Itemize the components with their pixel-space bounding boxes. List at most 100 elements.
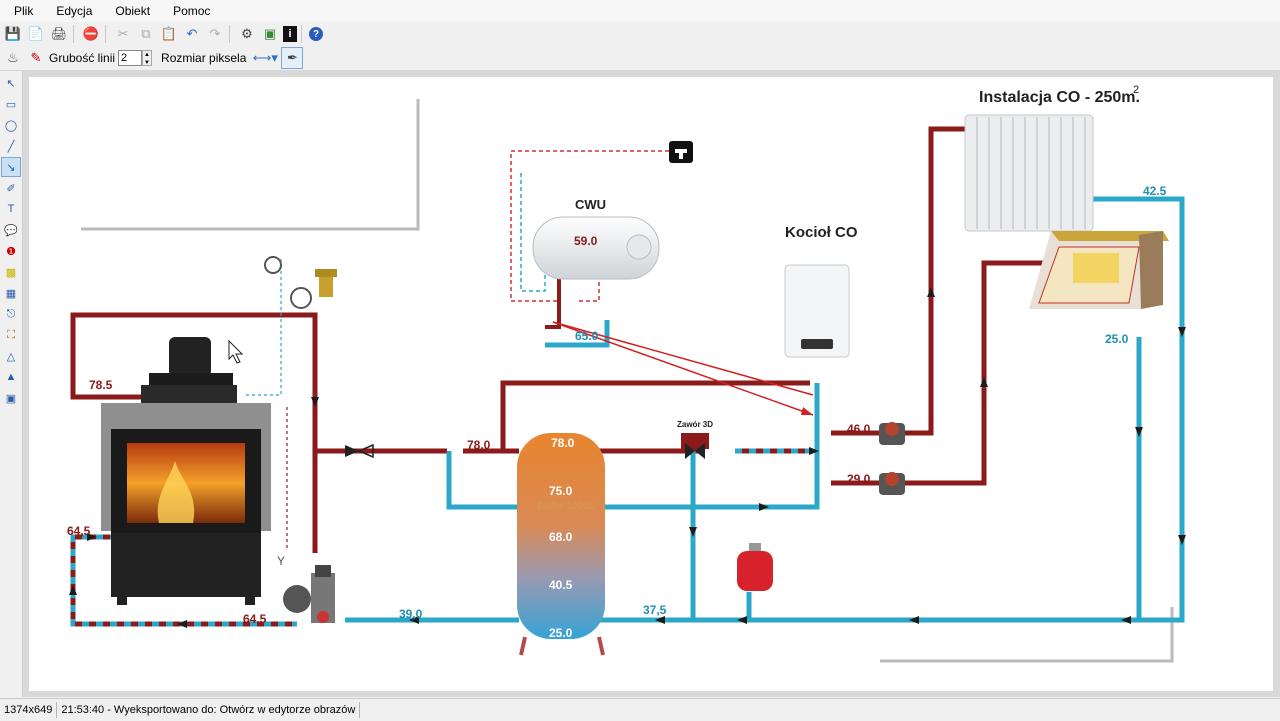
canvas-area[interactable]: Y — [23, 71, 1280, 697]
pen-tool-icon[interactable]: ✒ — [281, 47, 304, 69]
line-width-input[interactable] — [118, 50, 143, 66]
toolbar-separator — [229, 25, 230, 43]
cwu-dashed-right — [577, 275, 600, 302]
help-icon[interactable]: ? — [309, 27, 323, 41]
menu-plik[interactable]: Plik — [14, 4, 34, 18]
fireplace — [101, 337, 271, 605]
drawing-canvas[interactable]: Y — [29, 77, 1273, 691]
main-toolbar: 💾 📄 🖨 ⛔ ✂ ⧉ 📋 ↶ ↷ ⚙ ▣ i ? — [0, 22, 1280, 46]
menu-edycja[interactable]: Edycja — [56, 4, 93, 18]
speech-bubble-icon[interactable]: 💬 — [4, 224, 18, 237]
ellipse-tool-icon[interactable]: ◯ — [4, 119, 18, 132]
return-temp-1: 39,0 — [399, 607, 423, 621]
image-icon[interactable]: ▣ — [263, 26, 277, 41]
rotate-icon[interactable]: △ — [6, 350, 16, 363]
check-valve-icon — [357, 443, 374, 459]
paste-icon[interactable]: 📋 — [160, 26, 178, 41]
buffer-temp-5: 25.0 — [549, 626, 573, 640]
stop-icon[interactable]: ⛔ — [82, 26, 100, 41]
freehand-tool-icon[interactable]: ✐ — [6, 182, 16, 195]
select-arrow-icon[interactable]: ↖ — [6, 77, 16, 90]
settings-icon[interactable]: ⚙ — [241, 26, 253, 41]
sensor-symbol: Y — [277, 554, 285, 568]
info-icon[interactable]: i — [283, 26, 297, 42]
cut-icon[interactable]: ✂ — [117, 26, 129, 41]
radiator — [964, 114, 1094, 232]
status-message: 21:53:40 - Wyeksportowano do: Otwórz w e… — [57, 702, 361, 718]
annotation-arrow — [552, 321, 814, 396]
pump-temp-1: 46.0 — [847, 422, 871, 436]
underfloor-heating — [1029, 231, 1169, 309]
annotation-arrow — [552, 321, 814, 416]
highlight-icon[interactable]: ▩ — [5, 266, 17, 279]
cwu-dashed-loop-blue — [520, 173, 546, 292]
pump-temp: 64,5 — [243, 612, 267, 626]
menu-pomoc[interactable]: Pomoc — [173, 4, 211, 18]
status-bar: 1374x649 21:53:40 - Wyeksportowano do: O… — [0, 698, 1280, 721]
format-toolbar: ♨ ✎ Grubość linii ▲▼ Rozmiar piksela ⟷▾ … — [0, 46, 1280, 71]
safety-valve-icon — [319, 275, 333, 297]
fill-bucket-icon[interactable]: ♨ — [7, 50, 19, 65]
toolbar-separator — [301, 25, 302, 43]
pipe-temp-1: 78.0 — [467, 438, 491, 452]
frame-line — [880, 607, 1174, 663]
arrow-line-tool-icon[interactable]: ↘ — [1, 157, 21, 177]
status-dimensions: 1374x649 — [0, 702, 58, 718]
toolbar-separator — [73, 25, 74, 43]
text-tool-icon[interactable]: T — [7, 203, 15, 215]
pen-color-icon[interactable]: ✎ — [30, 50, 42, 65]
gas-boiler — [784, 264, 850, 358]
line-tool-icon[interactable]: ╱ — [7, 140, 15, 153]
crop-icon[interactable]: ⛶ — [7, 328, 15, 341]
resize-icon[interactable]: ▣ — [5, 392, 17, 405]
obfuscate-icon[interactable]: ▦ — [5, 287, 17, 300]
diagram-title: Instalacja CO - 250m. — [979, 89, 1140, 106]
fireplace-pump-group — [283, 565, 335, 623]
line-width-spinner[interactable]: ▲▼ — [142, 50, 153, 66]
control-wire — [245, 259, 282, 396]
fireplace-top-temp: 78.5 — [89, 378, 113, 392]
check-valve-icon — [345, 445, 359, 457]
redo-icon[interactable]: ↷ — [209, 26, 221, 41]
circulation-pump-1 — [879, 422, 905, 445]
frame-line — [81, 99, 420, 231]
undo-icon[interactable]: ↶ — [186, 26, 198, 41]
diagram-title-sup: 2 — [1133, 84, 1139, 96]
valve-label: Zawór 3D — [677, 420, 713, 429]
pressure-gauge-icon — [290, 287, 312, 309]
pixel-size-label: Rozmiar piksela — [161, 51, 247, 65]
cwu-out-temp: 65.0 — [575, 329, 599, 343]
save-icon[interactable]: 💾 — [4, 26, 22, 41]
flip-icon[interactable]: ▲ — [5, 371, 17, 383]
thermostat-icon — [264, 256, 282, 274]
new-file-icon[interactable]: 📄 — [27, 26, 45, 41]
three-way-valve-body — [695, 443, 705, 459]
menu-obiekt[interactable]: Obiekt — [115, 4, 151, 18]
copy-icon[interactable]: ⧉ — [141, 26, 151, 41]
flow-arrows — [69, 287, 1186, 628]
buffer-temp-2: 75.0 — [549, 484, 573, 498]
cwu-label: CWU — [575, 197, 606, 212]
buffer-temp-4: 40.5 — [549, 578, 573, 592]
menu-bar: Plik Edycja Obiekt Pomoc — [0, 0, 1280, 22]
pump-temp-2: 29.0 — [847, 472, 871, 486]
counter-icon[interactable]: ❶ — [6, 245, 16, 258]
return-temp-2: 37,5 — [643, 603, 667, 617]
three-way-valve-body — [685, 443, 695, 459]
eraser-icon[interactable]: ⎋ — [6, 307, 16, 320]
rectangle-tool-icon[interactable]: ▭ — [5, 98, 17, 111]
left-return-temp: 64,5 — [67, 524, 91, 538]
cold-pipes — [345, 196, 1185, 623]
arrow-style-icon[interactable]: ⟷▾ — [252, 50, 278, 65]
buffer-tank — [517, 433, 605, 656]
print-icon[interactable]: 🖨 — [50, 26, 68, 41]
mouse-cursor-icon — [228, 339, 244, 364]
cwu-temp: 59.0 — [574, 234, 598, 248]
cwu-hot-pipe — [545, 275, 561, 329]
toolbar-separator — [105, 25, 106, 43]
boiler-label: Kocioł CO — [785, 224, 858, 241]
annotation-arrowhead — [801, 407, 813, 415]
safety-valve-cap — [315, 269, 337, 277]
buffer-label: Bufor 1000L — [537, 501, 595, 512]
tool-palette: ↖ ▭ ◯ ╱ ↘ ✐ T 💬 ❶ ▩ ▦ ⎋ ⛶ △ ▲ ▣ — [0, 71, 23, 697]
